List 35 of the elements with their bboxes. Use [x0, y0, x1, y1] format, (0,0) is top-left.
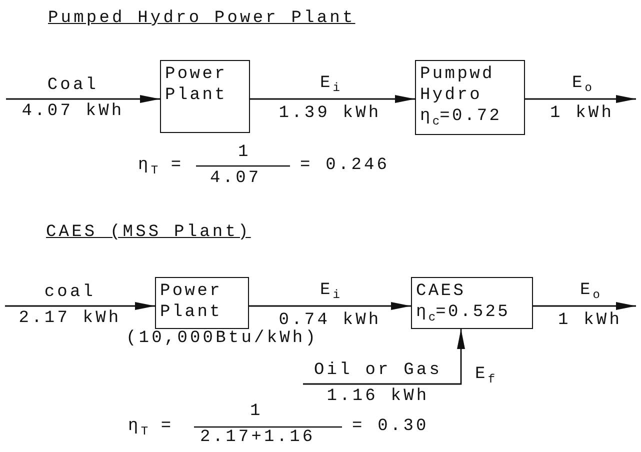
- arrow: [250, 95, 415, 103]
- arrow: [303, 329, 465, 385]
- formula-text: 1: [238, 144, 251, 162]
- formula-text: 4.07: [210, 170, 262, 188]
- process-box: [160, 60, 250, 133]
- formula-text: = 0.30: [352, 418, 429, 436]
- arrow: [6, 95, 160, 103]
- section-heading: CAES (MSS Plant): [46, 224, 251, 242]
- box-text: Power Plant: [165, 64, 228, 106]
- arrow: [525, 95, 636, 103]
- edge-label: Coal 4.07 kWh: [22, 75, 124, 123]
- process-box: [411, 277, 533, 329]
- edge-label: E$_{o}$ 1 kWh: [558, 280, 622, 332]
- process-box: [415, 60, 525, 135]
- edge-label: Oil or Gas 1.16 kWh: [314, 360, 442, 408]
- formula-text: 2.17+1.16: [200, 429, 316, 447]
- formula-text: η$_{T}$ =: [138, 157, 184, 180]
- arrow: [533, 302, 636, 310]
- box-text: η$_{c}$=0.72: [420, 106, 503, 130]
- arrow: [5, 302, 155, 310]
- formula-text: = 0.246: [300, 157, 390, 175]
- formula-text: E$_{f}$: [475, 366, 496, 388]
- edge-label: coal 2.17 kWh: [18, 282, 122, 330]
- node-note: (10,000Btu/kWh): [126, 330, 318, 348]
- formula-text: 1: [250, 403, 263, 421]
- edge-label: E$_{o}$ 1 kWh: [550, 72, 614, 126]
- edge-label: E$_{i}$ 0.74 kWh: [278, 280, 382, 330]
- box-text: Power Plant: [160, 281, 224, 323]
- formula-text: η$_{T}$ =: [128, 418, 174, 440]
- box-text: CAES: [416, 281, 467, 302]
- box-text: η$_{c}$=0.525: [416, 302, 512, 326]
- arrow: [249, 302, 411, 310]
- process-box: [155, 277, 249, 329]
- edge-label: E$_{i}$ 1.39 kWh: [278, 72, 382, 126]
- section-heading: Pumped Hydro Power Plant: [48, 10, 356, 28]
